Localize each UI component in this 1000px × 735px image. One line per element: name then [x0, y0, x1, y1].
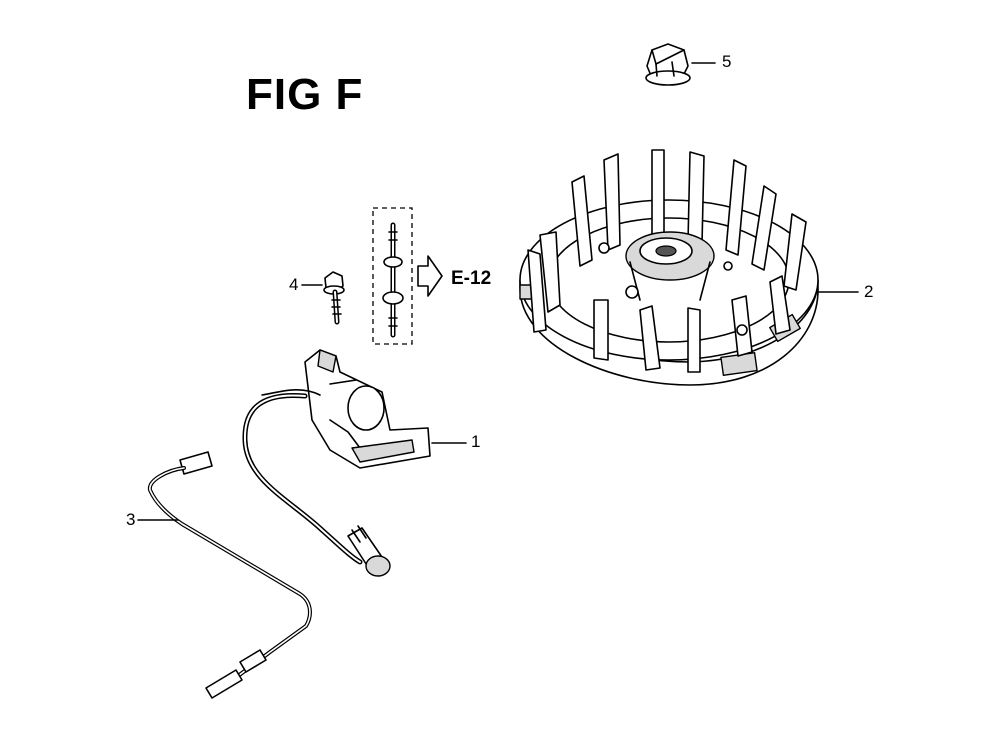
callout-1: 1 — [471, 432, 481, 451]
callout-4: 4 — [289, 275, 299, 294]
figure-title: FIG F — [246, 70, 364, 119]
reference-label-e12: E-12 — [451, 268, 492, 289]
stud-assembly — [372, 207, 443, 345]
callout-5: 5 — [722, 52, 732, 71]
bolt-part — [301, 271, 345, 325]
reference-arrow — [417, 255, 443, 297]
flywheel-part — [519, 149, 859, 386]
stop-wire-part — [137, 451, 312, 699]
ignition-coil-part — [242, 349, 467, 577]
flange-nut-part — [645, 43, 716, 86]
callout-3: 3 — [126, 510, 136, 529]
callout-2: 2 — [864, 282, 874, 301]
